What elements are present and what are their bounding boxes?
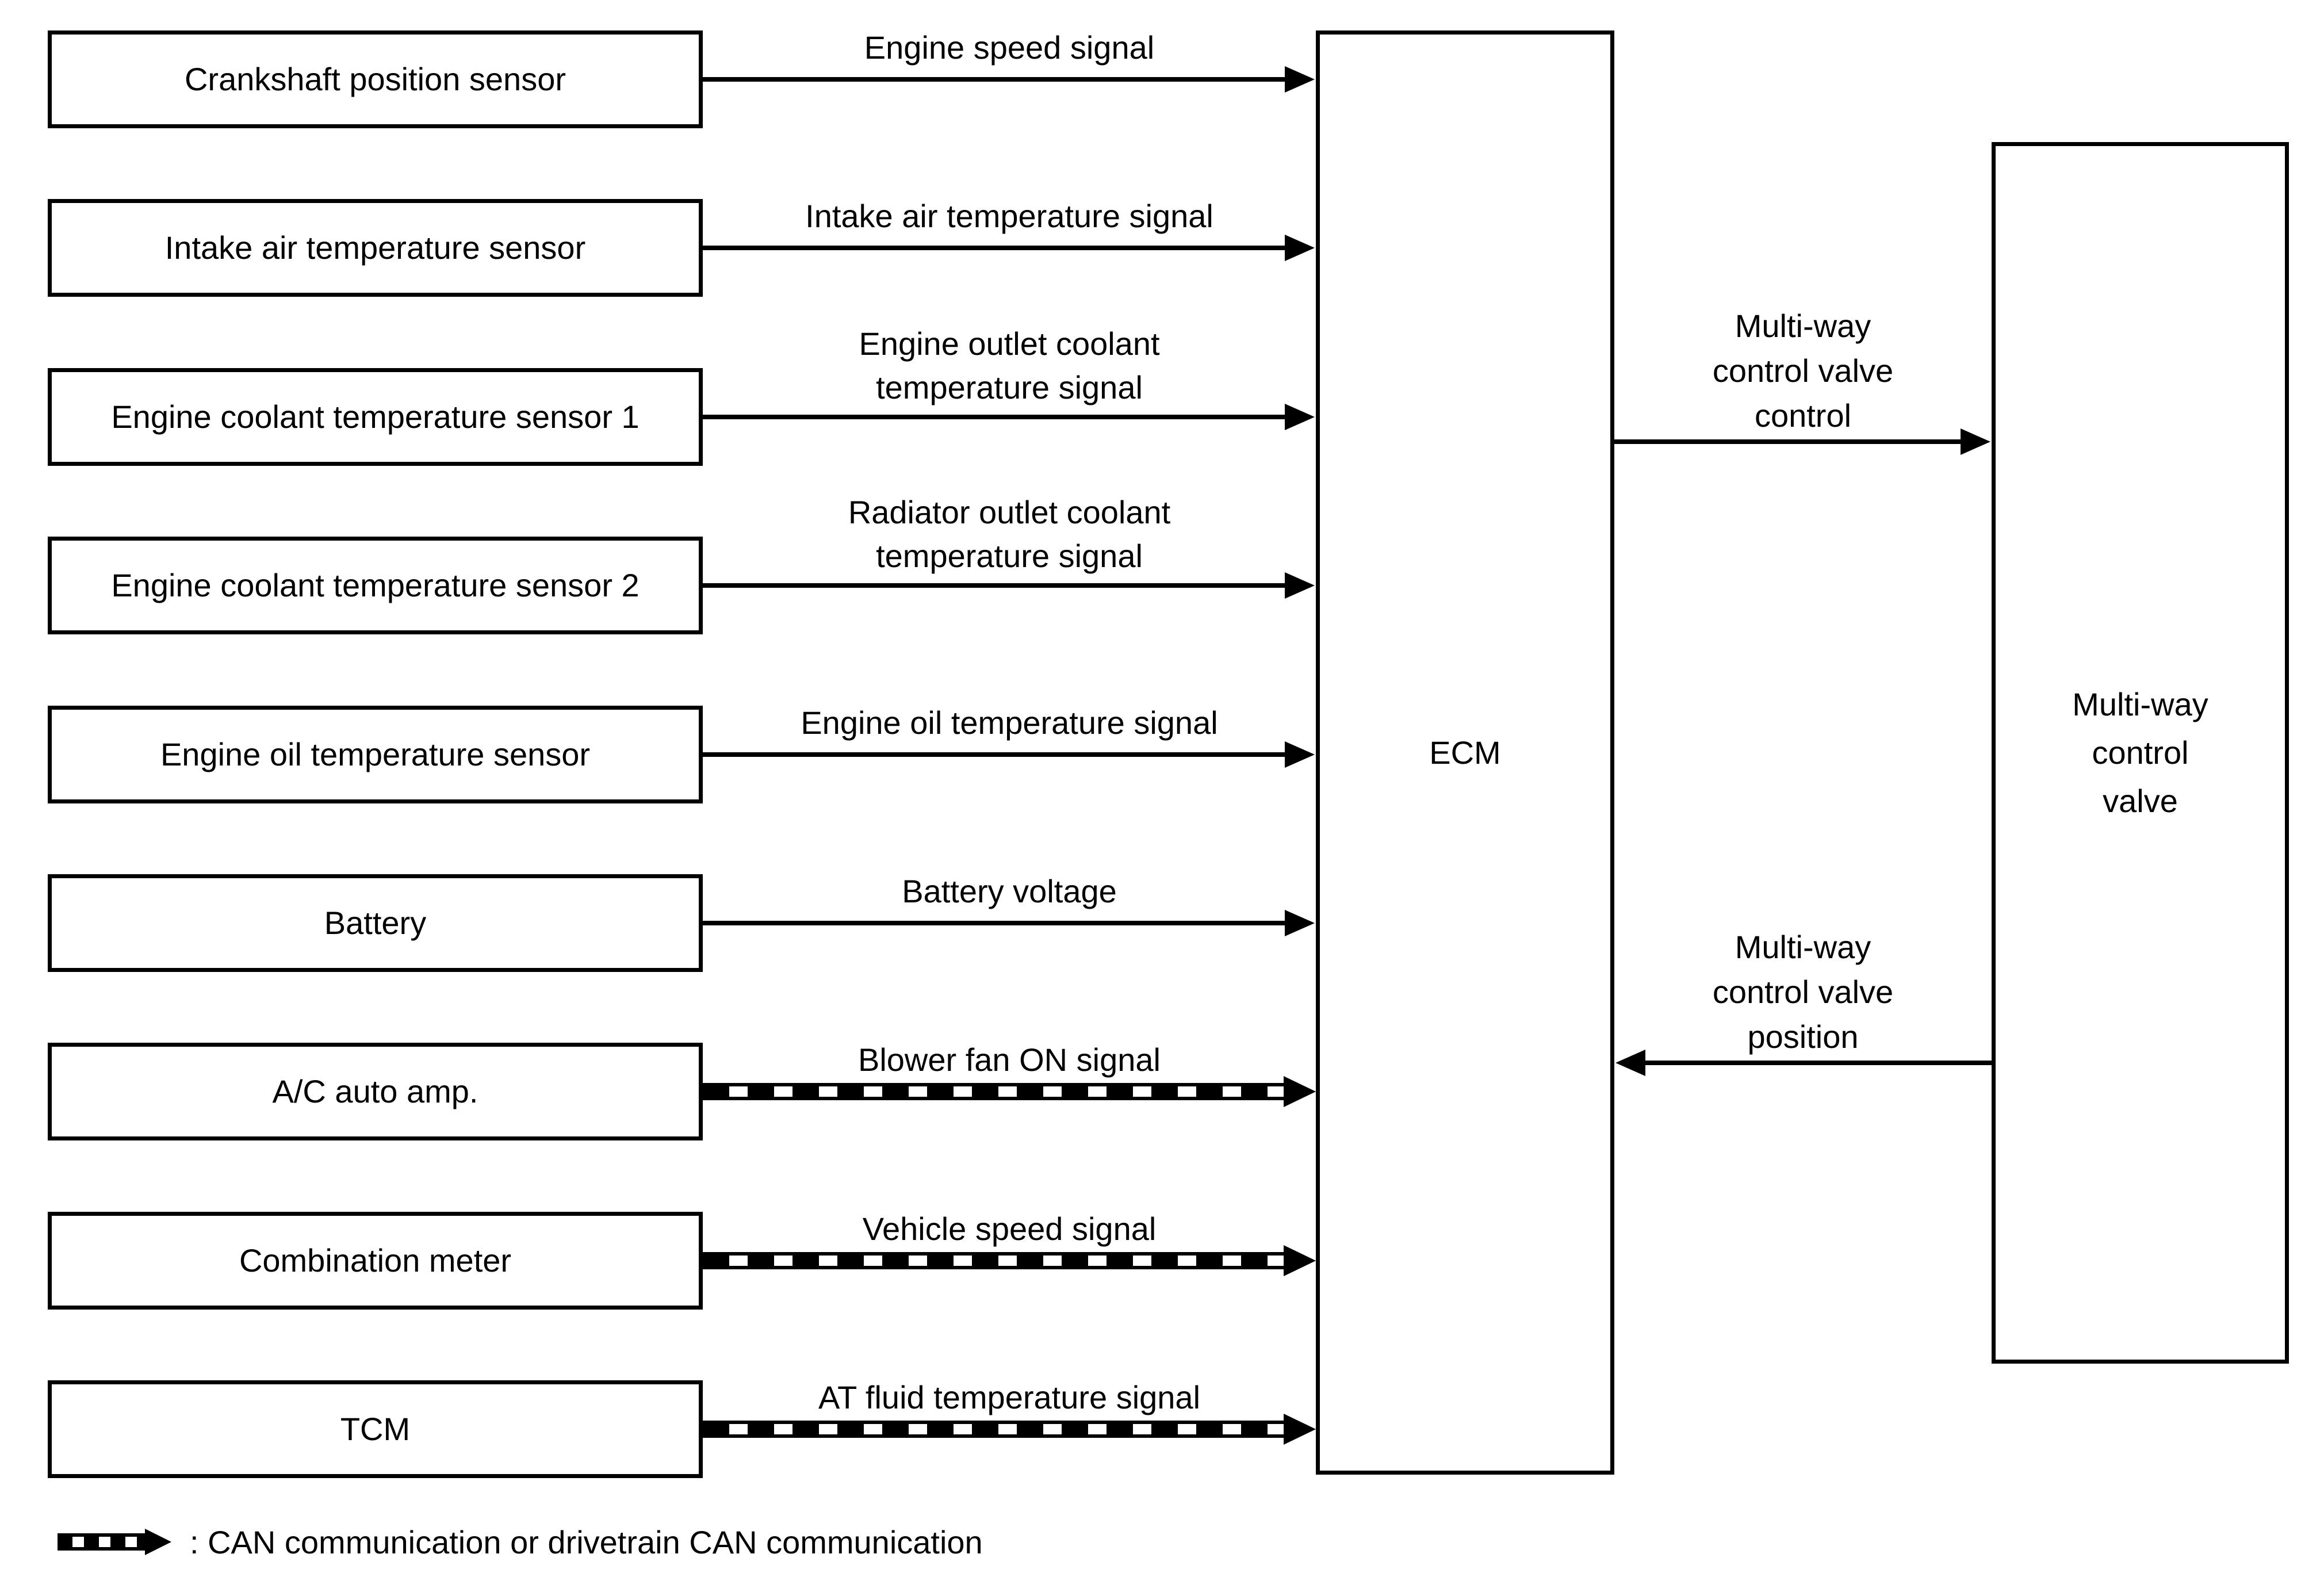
can-signal-arrow [703, 1083, 1286, 1100]
legend-text: : CAN communication or drivetrain CAN co… [190, 1524, 983, 1560]
ecm-box: ECM [1316, 30, 1614, 1475]
sensor-box-battery: Battery [48, 874, 703, 972]
can-legend-symbol [58, 1533, 145, 1551]
sensor-box-label: Engine coolant temperature sensor 2 [111, 567, 640, 603]
multi-way-control-valve-box: Multi-way control valve [1992, 142, 2289, 1364]
signal-arrow [703, 921, 1287, 925]
valve-position-label: Multi-way control valve position [1712, 929, 1894, 1055]
valve-control-arrow [1614, 439, 1962, 444]
arrowhead-right-icon [1285, 235, 1315, 261]
valve-label: Multi-way control valve [2072, 686, 2208, 819]
signal-label-battery-voltage: Battery voltage [902, 873, 1117, 909]
sensor-box-label: Engine oil temperature sensor [160, 736, 591, 772]
signal-label-engine-speed: Engine speed signal [864, 29, 1155, 66]
signal-label-at-fluid-temperature: AT fluid temperature signal [818, 1379, 1201, 1415]
legend-arrowhead-icon [145, 1529, 171, 1555]
sensor-box-engine-coolant-temperature-sensor-2: Engine coolant temperature sensor 2 [48, 537, 703, 634]
sensor-box-engine-coolant-temperature-sensor-1: Engine coolant temperature sensor 1 [48, 368, 703, 466]
sensor-box-crankshaft-position-sensor: Crankshaft position sensor [48, 30, 703, 128]
sensor-box-combination-meter: Combination meter [48, 1212, 703, 1310]
sensor-box-label: Battery [324, 905, 427, 941]
sensor-box-ac-auto-amp: A/C auto amp. [48, 1043, 703, 1140]
signal-arrow [703, 752, 1287, 757]
signal-arrow [703, 583, 1287, 588]
arrowhead-right-icon [1284, 1414, 1316, 1445]
signal-label-engine-outlet-coolant-temperature: Engine outlet coolant temperature signal [859, 326, 1160, 405]
can-signal-arrow [703, 1252, 1286, 1269]
signal-label-vehicle-speed: Vehicle speed signal [862, 1211, 1157, 1247]
arrowhead-right-icon [1285, 910, 1315, 936]
sensor-box-intake-air-temperature-sensor: Intake air temperature sensor [48, 199, 703, 297]
signal-label-radiator-outlet-coolant-temperature: Radiator outlet coolant temperature sign… [848, 494, 1171, 574]
sensor-box-label: TCM [340, 1411, 411, 1447]
valve-position-arrow [1645, 1061, 1992, 1065]
arrowhead-right-icon [1284, 1245, 1316, 1276]
arrowhead-left-icon [1615, 1050, 1645, 1076]
ecm-label: ECM [1429, 734, 1501, 771]
sensor-box-label: A/C auto amp. [272, 1073, 478, 1109]
sensor-box-label: Combination meter [239, 1242, 512, 1279]
sensor-box-tcm: TCM [48, 1380, 703, 1478]
signal-label-intake-air-temperature: Intake air temperature signal [805, 198, 1213, 234]
arrowhead-right-icon [1284, 1076, 1316, 1107]
arrowhead-right-icon [1285, 66, 1315, 93]
valve-control-label: Multi-way control valve control [1712, 308, 1894, 434]
signal-arrow [703, 246, 1287, 250]
arrowhead-right-icon [1285, 741, 1315, 768]
sensor-box-label: Engine coolant temperature sensor 1 [111, 399, 640, 435]
arrowhead-right-icon [1285, 404, 1315, 430]
sensor-box-label: Crankshaft position sensor [184, 61, 566, 97]
sensor-box-engine-oil-temperature-sensor: Engine oil temperature sensor [48, 706, 703, 803]
signal-label-engine-oil-temperature: Engine oil temperature signal [801, 705, 1218, 741]
signal-label-blower-fan-on: Blower fan ON signal [857, 1042, 1161, 1078]
can-signal-arrow [703, 1421, 1286, 1438]
signal-arrow [703, 415, 1287, 419]
arrowhead-right-icon [1961, 428, 1990, 455]
arrowhead-right-icon [1285, 572, 1315, 599]
signal-arrow [703, 77, 1287, 82]
sensor-box-label: Intake air temperature sensor [164, 229, 586, 266]
